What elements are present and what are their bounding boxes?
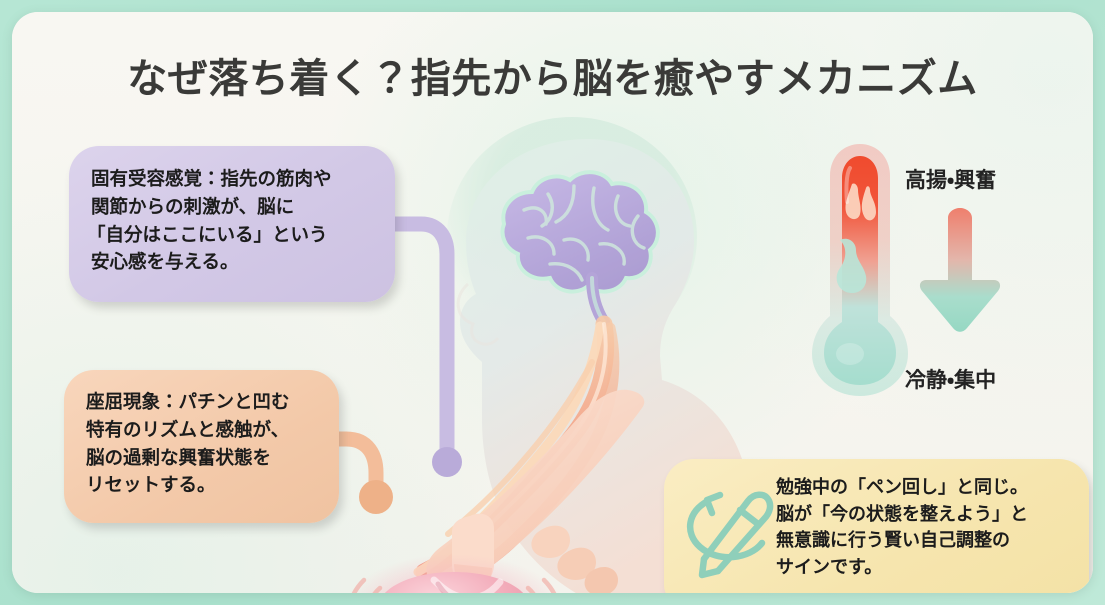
page-title: なぜ落ち着く？指先から脳を癒やすメカニズム: [127, 56, 978, 102]
callout-penspin: 勉強中の「ペン回し」と同じ。 脳が「今の状態を整えよう」と 無意識に行う賢い自己…: [664, 459, 1089, 593]
callout-line: 勉強中の「ペン回し」と同じ。: [776, 477, 1028, 498]
callout-line: 「自分はここにいる」という: [87, 224, 328, 246]
vibration-arcs: [351, 577, 557, 593]
callout-buckling: 座屈現象：パチンと凹む 特有のリズムと感触が、 脳の過剰な興奮状態を リセットす…: [64, 370, 339, 523]
callout-line: リセットする。: [86, 475, 216, 497]
coolant-splash: [836, 238, 867, 294]
callout-line: 座屈現象：パチンと凹む: [86, 392, 290, 413]
brain-icon: [500, 170, 660, 328]
callout-line: 無意識に行う賢い自己調整の: [776, 530, 1010, 552]
flame-icon: [845, 183, 876, 221]
callout-line: 脳が「今の状態を整えよう」と: [776, 503, 1028, 525]
content-card: なぜ落ち着く？指先から脳を癒やすメカニズム: [12, 12, 1093, 593]
callout-line: 関節からの刺激が、脳に: [91, 196, 295, 218]
thermometer-hot-label: 高揚・興奮: [905, 168, 997, 192]
pen-spin-icon: [686, 491, 774, 579]
thermometer-icon: [812, 144, 908, 396]
callout-line: 固有受容感覚：指先の筋肉や: [91, 169, 332, 190]
hand-and-finger: [426, 389, 645, 593]
connector-buckling: [312, 431, 393, 514]
connector-proprioception: [387, 216, 462, 477]
callout-proprioception: 固有受容感覚：指先の筋肉や 関節からの刺激が、脳に 「自分はここにいる」という …: [69, 146, 395, 302]
callout-line: 特有のリズムと感触が、: [86, 419, 290, 441]
down-arrow-icon: [919, 208, 1001, 332]
fidget-blob: [348, 554, 560, 593]
callout-line: サインです。: [776, 556, 883, 578]
callout-line: 安心感を与える。: [91, 252, 239, 274]
callout-line: 脳の過剰な興奮状態を: [86, 447, 272, 469]
thermometer-cold-label: 冷静・集中: [905, 368, 997, 392]
